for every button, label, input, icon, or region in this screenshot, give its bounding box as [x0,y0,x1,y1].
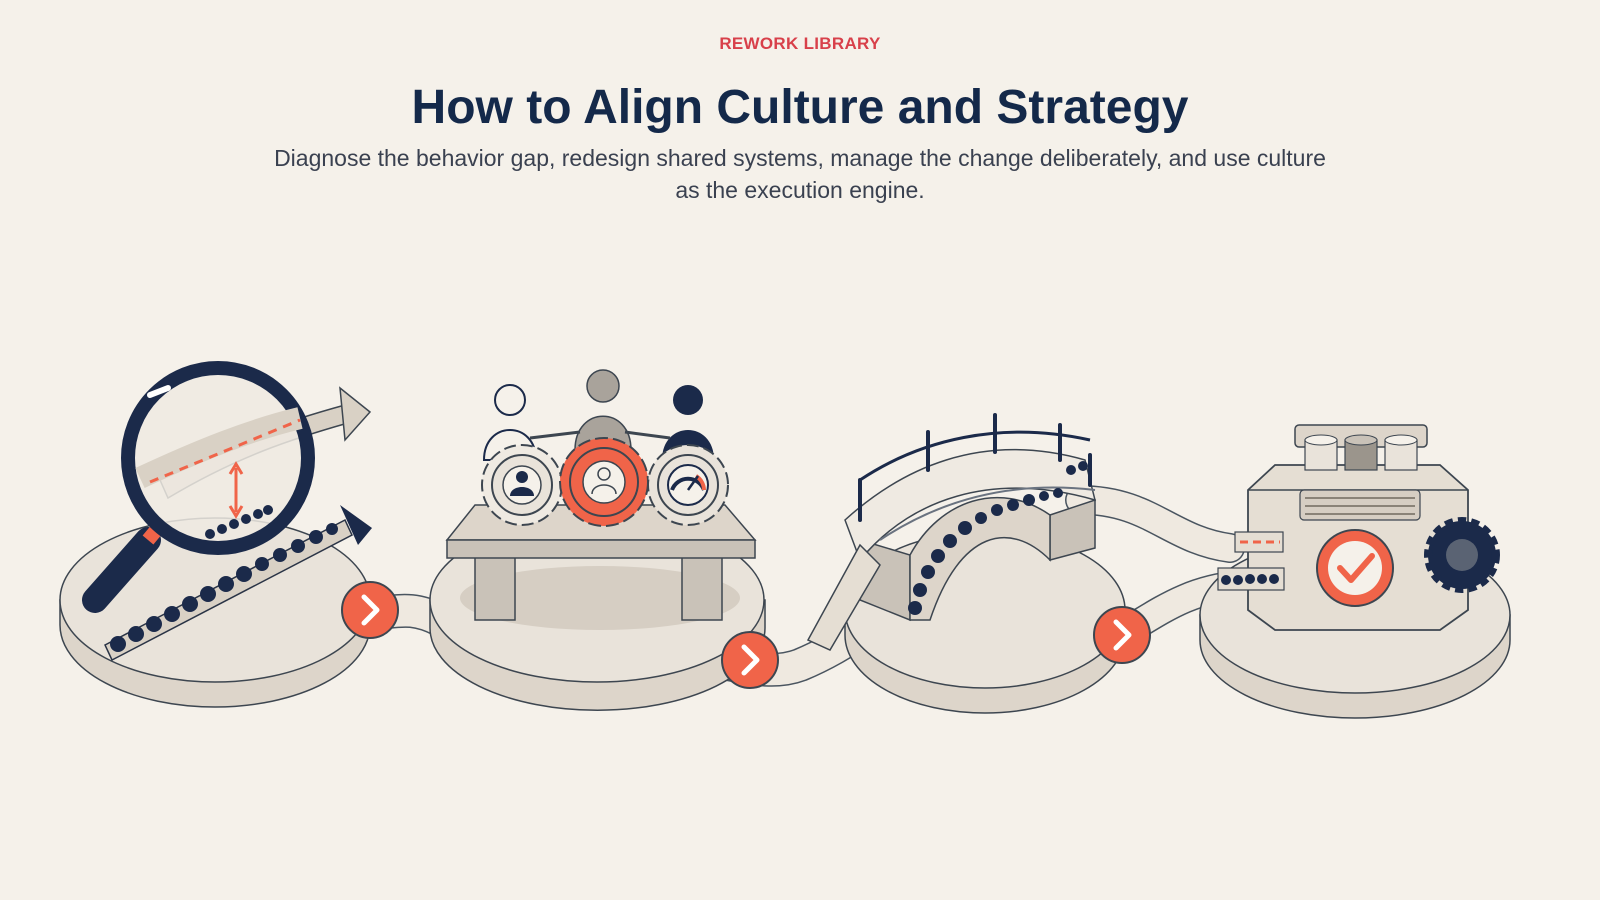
page-title: How to Align Culture and Strategy [411,81,1189,134]
step-arrow-2 [721,631,779,689]
step-arrow-3 [1093,606,1151,664]
stage-manage-change [806,413,1126,714]
eyebrow-label: REWORK LIBRARY [719,34,881,53]
stage-execution-engine [1199,424,1511,719]
magnifying-glass-icon [82,361,315,613]
bridge-icon [806,413,1097,651]
stage-redesign [429,369,766,711]
gears-icon [481,437,729,527]
side-gear-icon [1424,517,1500,593]
gauge-gear-icon [647,444,729,526]
current-path-arrow [104,505,372,662]
process-illustration [59,361,1511,719]
person-gear-icon [481,444,563,526]
engine-icon [1217,424,1500,631]
page-subtitle: Diagnose the behavior gap, redesign shar… [274,145,1326,203]
center-gear-icon [559,437,649,527]
stage-diagnose [59,361,372,708]
step-arrow-1 [341,581,399,639]
